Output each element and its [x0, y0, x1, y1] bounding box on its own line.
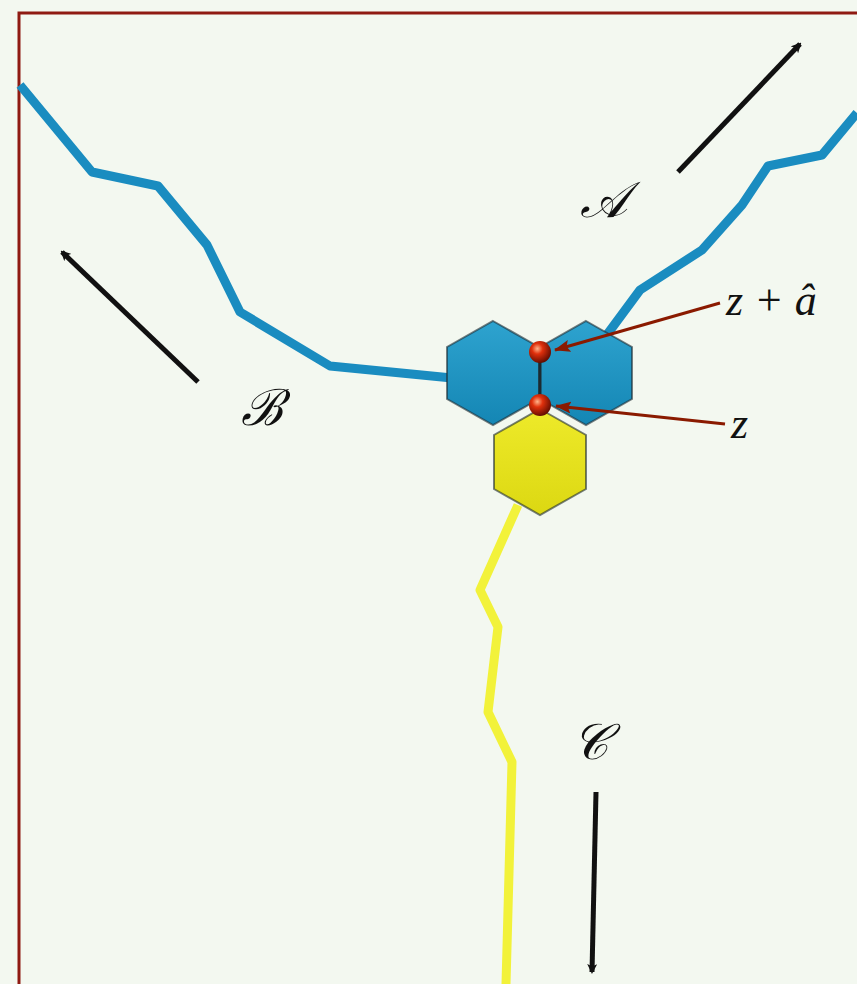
frame: [19, 13, 857, 984]
site-point: [529, 394, 551, 416]
point-label: z: [731, 402, 748, 446]
blue-interface: [20, 85, 452, 378]
site-point: [529, 341, 551, 363]
leader-line: [556, 406, 725, 424]
direction-arrow: [592, 792, 596, 972]
region-label: 𝒜: [580, 175, 627, 225]
yellow-hexagon: [494, 409, 586, 515]
blue-hexagon: [447, 321, 539, 425]
blue-interface: [606, 113, 857, 336]
direction-arrow: [62, 252, 198, 382]
leader-line: [555, 303, 720, 350]
region-label: ℬ: [241, 383, 283, 433]
yellow-interface: [480, 505, 518, 984]
point-label: z + â: [726, 279, 817, 323]
direction-arrow: [678, 44, 800, 172]
region-label: 𝒞: [572, 717, 608, 767]
